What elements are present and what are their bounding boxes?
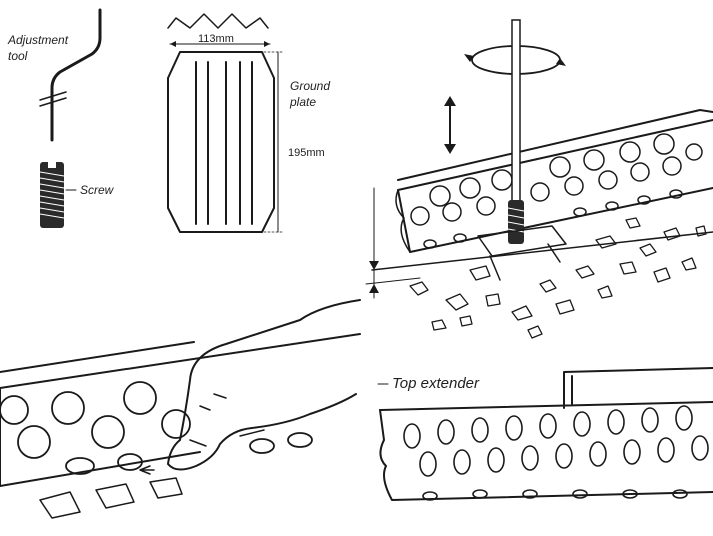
gravel-drawing (409, 217, 707, 339)
height-adjustment-panel (365, 19, 713, 339)
width-dimension: 113mm (198, 33, 234, 45)
hand-drawing (167, 299, 361, 471)
ground-plate-panel: 113mm Ground plate 195mm (167, 13, 330, 233)
screw-label: Screw (80, 183, 115, 197)
plate-profile (167, 13, 269, 29)
adjustment-tool-label-1: Adjustment (7, 33, 69, 47)
rail-drawing-2 (0, 333, 361, 487)
top-extender-panel: Top extender (377, 367, 713, 501)
hand-installation-panel (0, 299, 361, 519)
top-extender-drawing (379, 367, 713, 411)
screw-drawing (39, 162, 65, 228)
ground-plate-drawing (167, 51, 275, 233)
adjustment-tool-drawing (50, 8, 102, 142)
ground-plate-label-1: Ground (290, 79, 330, 93)
adjustment-tool-label-2: tool (8, 49, 28, 63)
height-dimension: 195mm (288, 147, 325, 159)
top-extender-label: Top extender (392, 375, 480, 392)
rod-drawing (511, 19, 521, 211)
ground-plate-label-2: plate (289, 95, 316, 109)
adjustment-tool-panel: Adjustment tool Screw (7, 8, 115, 228)
